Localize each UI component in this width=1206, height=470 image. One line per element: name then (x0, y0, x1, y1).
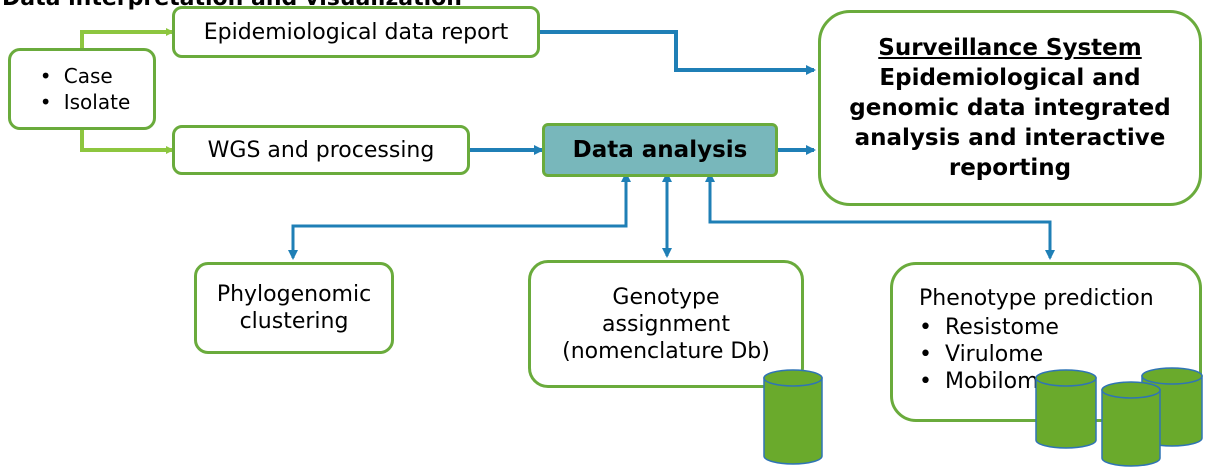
genotype-line-1: Genotype (612, 284, 720, 310)
analysis-label: Data analysis (572, 136, 748, 163)
phylo-line-2: clustering (239, 309, 349, 334)
epi-report-box: Epidemiological data report (172, 6, 540, 58)
genotype-box: Genotype assignment (nomenclature Db) (528, 260, 804, 388)
wgs-box: WGS and processing (172, 125, 470, 175)
surveillance-line-2: genomic data integrated (849, 95, 1171, 121)
page-title-cut: Data interpretation and visualization (2, 0, 462, 11)
phenotype-item-resistome: Resistome (913, 314, 1059, 341)
phenotype-item-mobilome: Mobilome (913, 368, 1059, 395)
input-list: Case Isolate (34, 63, 131, 115)
wgs-label: WGS and processing (207, 137, 435, 163)
input-box: Case Isolate (8, 48, 156, 130)
genotype-line-3: (nomenclature Db) (562, 338, 770, 364)
phylo-box: Phylogenomic clustering (194, 262, 394, 354)
surveillance-line-1: Epidemiological and (879, 65, 1141, 91)
phenotype-list: Resistome Virulome Mobilome (913, 314, 1059, 395)
input-item-isolate: Isolate (34, 89, 131, 115)
analysis-box: Data analysis (542, 123, 778, 177)
phylo-line-1: Phylogenomic (216, 282, 372, 307)
surveillance-line-4: reporting (948, 155, 1072, 181)
surveillance-line-3: analysis and interactive (854, 125, 1166, 151)
epi-report-label: Epidemiological data report (203, 19, 509, 45)
arrow-analysis-phylo (288, 172, 631, 260)
genotype-line-2: assignment (602, 311, 730, 337)
phenotype-title: Phenotype prediction (919, 286, 1154, 311)
phenotype-box: Phenotype prediction Resistome Virulome … (890, 262, 1202, 422)
arrow-epi-to-surveillance (540, 30, 816, 75)
input-item-case: Case (34, 63, 131, 89)
surveillance-title: Surveillance System (878, 35, 1142, 61)
surveillance-box: Surveillance System Epidemiological and … (818, 10, 1202, 206)
arrow-analysis-phenotype (705, 172, 1055, 260)
arrow-input-to-wgs (80, 128, 174, 154)
phenotype-item-virulome: Virulome (913, 341, 1059, 368)
